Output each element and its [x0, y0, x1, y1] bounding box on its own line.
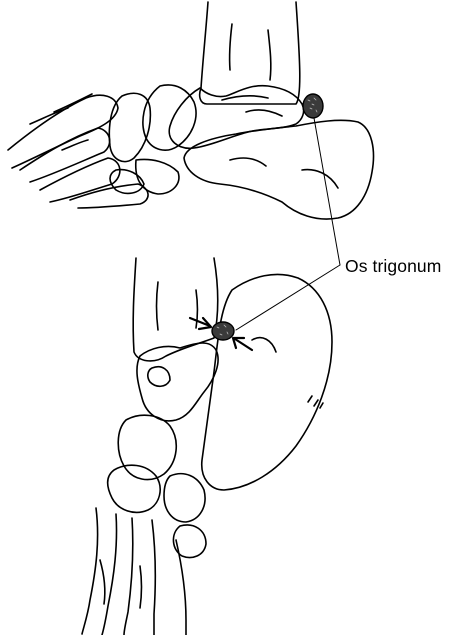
bottom-calcaneus — [202, 274, 332, 490]
bottom-talus — [137, 343, 218, 421]
top-metatarsals — [8, 94, 148, 208]
top-tarsals — [109, 85, 196, 194]
bottom-tibia — [133, 258, 218, 361]
os-trigonum-label: Os trigonum — [345, 256, 441, 277]
bottom-ankle-view — [82, 258, 332, 635]
bottom-tarsals — [108, 415, 206, 557]
leader-to-top-ossicle — [314, 118, 340, 265]
bottom-os-trigonum-ossicle — [212, 322, 234, 340]
arrow-lower-right — [235, 339, 252, 350]
callout-leaders — [236, 118, 340, 330]
top-os-trigonum-ossicle — [303, 94, 323, 118]
top-calcaneus — [184, 120, 373, 219]
bottom-metatarsals — [82, 508, 186, 635]
top-ankle-view — [8, 2, 373, 219]
top-tibia — [200, 2, 300, 104]
